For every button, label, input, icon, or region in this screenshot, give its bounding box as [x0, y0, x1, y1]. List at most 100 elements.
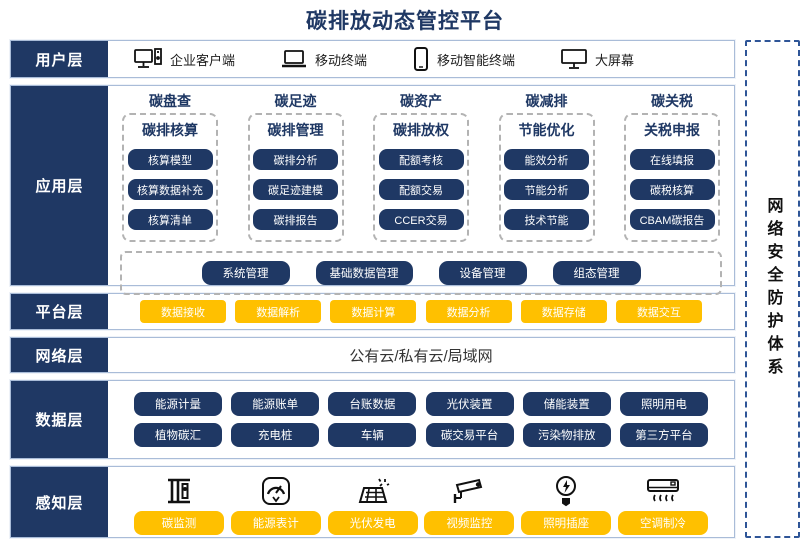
platform-module: 数据计算 — [330, 300, 417, 323]
perception-label-pill: 碳监测 — [134, 511, 224, 535]
data-source: 能源计量 — [134, 392, 222, 416]
data-layer-band: 数据层 能源计量 能源账单 台账数据 光伏装置 储能装置 照明用电 植物碳汇 充… — [10, 380, 735, 459]
user-item-enterprise-client: 企业客户端 — [134, 48, 235, 70]
app-column-subtitle: 碳排管理 — [267, 122, 324, 138]
solar-panel-icon — [356, 471, 390, 507]
user-item-label: 移动终端 — [315, 52, 368, 68]
data-source-row: 植物碳汇 充电桩 车辆 碳交易平台 污染物排放 第三方平台 — [134, 423, 708, 447]
perception-label-pill: 光伏发电 — [327, 511, 418, 535]
security-system-panel: 网络安全防护体系 — [745, 40, 800, 538]
app-module: 配额考核 — [378, 149, 464, 170]
data-source-row: 能源计量 能源账单 台账数据 光伏装置 储能装置 照明用电 — [134, 392, 708, 416]
platform-module: 数据交互 — [615, 300, 702, 323]
page-title: 碳排放动态管控平台 — [306, 10, 504, 33]
app-column-subtitle: 节能优化 — [518, 122, 575, 138]
data-source: 碳交易平台 — [425, 423, 514, 447]
app-column-title: 碳足迹 — [274, 93, 317, 109]
smartphone-icon — [413, 47, 429, 71]
perception-item-air-conditioning: 空调制冷 — [617, 471, 708, 535]
app-module: 核算数据补充 — [127, 179, 213, 200]
cctv-camera-icon — [451, 471, 487, 507]
app-common-module: 基础数据管理 — [315, 261, 413, 285]
app-column-subtitle: 碳排核算 — [142, 122, 198, 138]
perception-label-pill: 能源表计 — [230, 511, 321, 535]
perception-item-carbon-monitoring: 碳监测 — [134, 471, 224, 535]
platform-module: 数据分析 — [425, 300, 512, 323]
app-column-title: 碳减排 — [525, 93, 568, 109]
app-common-module: 系统管理 — [201, 261, 290, 285]
platform-module: 数据存储 — [520, 300, 607, 323]
user-item-big-screen: 大屏幕 — [561, 48, 634, 70]
app-column-carbon-tariff: 碳关税 关税申报 在线填报 碳税核算 CBAM碳报告 — [624, 91, 720, 242]
app-column-carbon-footprint: 碳足迹 碳排管理 碳排分析 碳足迹建模 碳排报告 — [247, 91, 344, 242]
app-module: 核算清单 — [127, 209, 213, 230]
user-layer-content: 企业客户端 移动终端 — [108, 41, 734, 77]
application-columns: 碳盘查 碳排核算 核算模型 核算数据补充 核算清单 碳足迹 — [116, 91, 726, 242]
platform-module: 数据解析 — [235, 300, 322, 323]
security-system-label: 网络安全防护体系 — [764, 197, 782, 381]
app-module: 碳排报告 — [253, 209, 338, 230]
perception-item-energy-meter: 能源表计 — [230, 471, 321, 535]
user-layer-band: 用户层 企业客户端 — [10, 40, 735, 78]
platform-module: 数据接收 — [140, 300, 226, 323]
app-column-carbon-reduction: 碳减排 节能优化 能效分析 节能分析 技术节能 — [498, 91, 595, 242]
user-item-mobile-terminal: 移动终端 — [281, 49, 367, 69]
perception-layer-label: 感知层 — [11, 467, 108, 537]
app-module: 碳税核算 — [629, 179, 715, 200]
light-bulb-icon — [553, 471, 579, 507]
perception-label-pill: 空调制冷 — [617, 511, 708, 535]
data-source: 第三方平台 — [619, 423, 708, 447]
user-item-label: 大屏幕 — [595, 52, 635, 68]
app-column-carbon-inventory: 碳盘查 碳排核算 核算模型 核算数据补充 核算清单 — [122, 91, 218, 242]
network-layer-label: 网络层 — [11, 338, 108, 372]
app-common-modules-panel: 系统管理 基础数据管理 设备管理 组态管理 — [120, 251, 722, 295]
perception-label-pill: 视频监控 — [424, 511, 515, 535]
data-source: 照明用电 — [619, 392, 708, 416]
app-column-subtitle: 碳排放权 — [393, 122, 449, 138]
perception-item-video-surveillance: 视频监控 — [424, 471, 515, 535]
app-column-panel: 碳排放权 配额考核 配额交易 CCER交易 — [373, 113, 469, 242]
app-module: 在线填报 — [629, 149, 715, 170]
platform-layer-band: 平台层 数据接收 数据解析 数据计算 数据分析 数据存储 数据交互 — [10, 293, 735, 330]
app-column-title: 碳关税 — [651, 93, 693, 109]
data-source: 台账数据 — [328, 392, 417, 416]
network-layer-band: 网络层 公有云/私有云/局域网 — [10, 337, 735, 373]
app-column-subtitle: 关税申报 — [644, 122, 700, 138]
app-column-title: 碳资产 — [400, 93, 442, 109]
app-module: CBAM碳报告 — [629, 209, 715, 230]
app-column-panel: 关税申报 在线填报 碳税核算 CBAM碳报告 — [624, 113, 720, 242]
app-column-panel: 碳排核算 核算模型 核算数据补充 核算清单 — [122, 113, 218, 242]
perception-layer-content: 碳监测 能源表计 — [108, 467, 734, 537]
app-module: 配额交易 — [378, 179, 464, 200]
app-common-module: 设备管理 — [438, 261, 527, 285]
app-common-module: 组态管理 — [552, 261, 641, 285]
data-source: 污染物排放 — [522, 423, 611, 447]
app-module: 核算模型 — [127, 149, 213, 170]
app-module: 技术节能 — [504, 209, 589, 230]
user-item-label: 移动智能终端 — [437, 52, 516, 68]
app-column-title: 碳盘查 — [149, 93, 191, 109]
app-module: 节能分析 — [504, 179, 589, 200]
user-item-smart-mobile: 移动智能终端 — [413, 47, 515, 71]
air-conditioner-icon — [645, 471, 681, 507]
carbon-monitor-icon — [163, 471, 195, 507]
data-source: 能源账单 — [231, 392, 320, 416]
data-source: 充电桩 — [231, 423, 320, 447]
platform-layer-label: 平台层 — [11, 294, 108, 329]
data-source: 车辆 — [328, 423, 417, 447]
laptop-icon — [281, 49, 307, 69]
perception-layer-band: 感知层 碳监测 — [10, 466, 735, 538]
data-source: 光伏装置 — [425, 392, 514, 416]
data-source: 植物碳汇 — [134, 423, 222, 447]
application-layer-content: 碳盘查 碳排核算 核算模型 核算数据补充 核算清单 碳足迹 — [108, 86, 734, 295]
app-column-panel: 碳排管理 碳排分析 碳足迹建模 碳排报告 — [247, 113, 344, 242]
energy-meter-icon — [260, 471, 292, 507]
app-module: 碳排分析 — [253, 149, 338, 170]
app-column-panel: 节能优化 能效分析 节能分析 技术节能 — [498, 113, 595, 242]
perception-item-lighting-socket: 照明插座 — [521, 471, 612, 535]
layer-stack: 用户层 企业客户端 — [10, 40, 735, 538]
app-module: 碳足迹建模 — [253, 179, 338, 200]
perception-item-solar-power: 光伏发电 — [327, 471, 418, 535]
application-layer-band: 应用层 碳盘查 碳排核算 核算模型 核算数据补充 核算清单 — [10, 85, 735, 295]
